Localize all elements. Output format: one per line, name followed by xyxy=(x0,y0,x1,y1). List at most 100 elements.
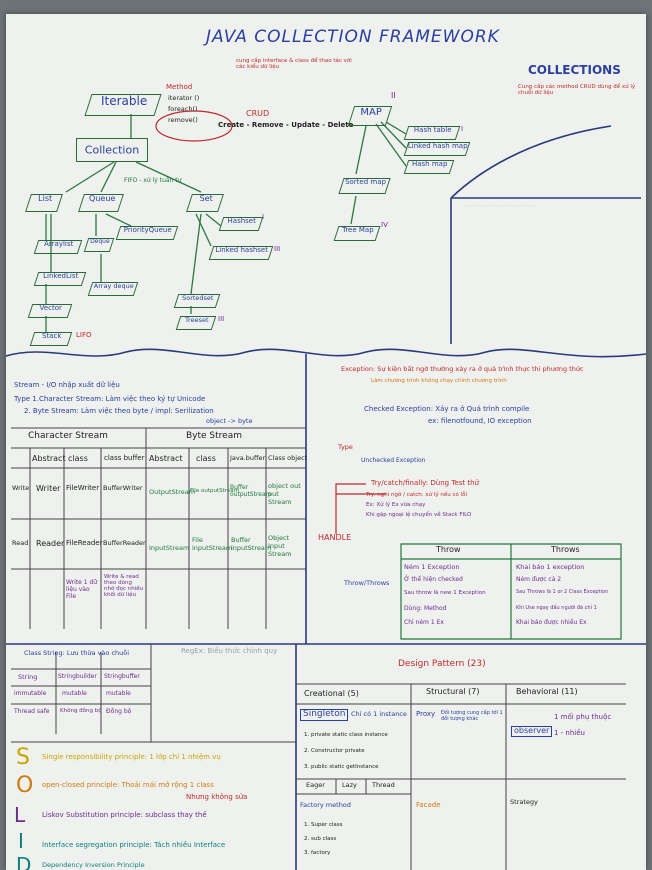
creational-header: Creational (5) xyxy=(304,689,359,698)
method-2: foreach() xyxy=(168,105,198,113)
write-note-2: Write & read theo dòng nhờ đọc nhiều khố… xyxy=(104,574,144,598)
throws-header: Throws xyxy=(551,545,580,554)
solid-line-s: Single responsibility principle: 1 lớp c… xyxy=(42,753,221,761)
stream-type-2: 2. Byte Stream: Làm việc theo byte / imp… xyxy=(24,407,214,415)
arraylist-label: Arraylist xyxy=(44,240,74,248)
eager-cell: Eager xyxy=(306,781,325,789)
linkedhashmap-node: Linked hash map xyxy=(403,142,471,156)
row-read-inputstream: InputStream xyxy=(149,544,190,552)
solid-i: I xyxy=(18,829,24,853)
header-javabuffer: Java.buffer xyxy=(230,454,266,462)
header-abstract-2: Abstract xyxy=(149,454,183,463)
stream-type-3: object -> byte xyxy=(206,417,253,425)
throw-item-4: Dùng: Method xyxy=(404,605,447,612)
crud-full: Create - Remove - Update - Delete xyxy=(218,121,354,129)
throw-item-2: Ở thể hiện checked xyxy=(404,576,463,583)
hashmap-node: Hash map xyxy=(403,160,455,174)
factory-item-2: 2. sub class xyxy=(304,836,337,842)
roman-treeset: III xyxy=(218,315,225,323)
sortedmap-node: Sorted map xyxy=(338,178,391,194)
roman-hashtable: I xyxy=(461,125,464,133)
solid-d: D xyxy=(16,853,32,870)
roman-map: II xyxy=(391,91,396,100)
header-classobject: Class object xyxy=(268,454,308,462)
priorityqueue-label: PriorityQueue xyxy=(123,226,172,234)
treeset-node: Treeset xyxy=(175,316,217,330)
map-node: MAP xyxy=(347,106,393,126)
header-class-1: class xyxy=(68,454,88,463)
page-title: JAVA COLLECTION FRAMEWORK xyxy=(206,27,500,47)
roman-hashset: I xyxy=(262,213,265,221)
treemap-node: Tree Map xyxy=(333,226,381,241)
checked-example: ex: filenotfound, IO exception xyxy=(428,417,532,425)
char-stream-header: Character Stream xyxy=(28,431,108,441)
row-write-bufferoutput: Buffer outputStream xyxy=(230,484,272,498)
singleton-item-3: 3. public static getInstance xyxy=(304,764,379,770)
string-row2-3: mutable xyxy=(106,690,131,697)
singleton-desc: Chỉ có 1 instance xyxy=(351,710,407,718)
row-write-label: Write xyxy=(12,484,30,492)
header-class-2: class xyxy=(196,454,216,463)
checked-exception: Checked Exception: Xảy ra ở Quá trình co… xyxy=(364,405,530,413)
sortedset-node: Sortedset xyxy=(173,294,221,308)
queue-node: Queue xyxy=(78,194,124,212)
solid-line-l: Liskov Substitution principle: subclass … xyxy=(42,811,207,819)
row-read-buffer: BufferReader xyxy=(103,539,146,547)
set-label: Set xyxy=(199,194,213,203)
method-label: Method xyxy=(166,83,193,91)
hashset-label: Hashset xyxy=(227,217,256,225)
method-1: iterator () xyxy=(168,94,200,102)
type-label: Type xyxy=(338,443,353,451)
singleton-item-2: 2. Constructor private xyxy=(304,748,365,754)
collection-label: Collection xyxy=(84,143,140,157)
throw-item-3: Sau throw là new 1 Exception xyxy=(404,590,486,596)
throws-item-3: Sau Throws là 1 or 2 Class Exception xyxy=(516,589,609,595)
throws-item-5: Khai báo được nhiều Ex xyxy=(516,619,587,626)
lifo-label: LIFO xyxy=(76,331,92,339)
diagram-connectors xyxy=(6,110,646,870)
row-read-label: Read xyxy=(12,539,29,547)
row-read-class: FileReader xyxy=(66,539,103,547)
solid-line-i: Interface segregation principle: Tách nh… xyxy=(42,841,226,849)
string-col-3: Stringbuffer xyxy=(104,673,140,680)
row-read-bufferinput: Buffer inputStream xyxy=(231,536,272,552)
try-line-1: Try: nghi ngờ / catch: xử lý nếu có lỗi xyxy=(366,492,468,498)
linkedhashmap-label: Linked hash map xyxy=(407,142,468,150)
linkedhashset-node: Linked hashset xyxy=(208,246,274,260)
exception-sub: Làm chương trình không chạy chính chương… xyxy=(371,378,507,384)
linkedlist-label: LinkedList xyxy=(43,272,79,280)
string-row3-3: Đồng bộ xyxy=(106,708,132,715)
try-catch: Try/catch/finally: Dùng Test thử xyxy=(371,479,479,487)
sortedmap-label: Sorted map xyxy=(345,178,386,186)
behavioral-header: Behavioral (11) xyxy=(516,687,578,696)
solid-o: O xyxy=(16,773,34,798)
singleton-label: Singleton xyxy=(300,709,349,721)
linkedhashset-label: Linked hashset xyxy=(215,246,268,254)
map-label: MAP xyxy=(360,107,382,118)
try-line-3: Khi gặp ngoại lệ chuyển về Stack FILO xyxy=(366,512,472,518)
strategy-label: Strategy xyxy=(510,798,538,806)
solid-sub: Nhưng không sửa xyxy=(186,793,248,801)
throws-item-4: Khi Use ngay đầu người đã chỉ 1 xyxy=(516,605,597,611)
priorityqueue-node: PriorityQueue xyxy=(115,226,179,240)
treemap-label: Tree Map xyxy=(342,226,374,234)
handle-label: HANDLE xyxy=(318,533,352,542)
treeset-label: Treeset xyxy=(185,316,209,324)
linkedlist-node: LinkedList xyxy=(33,272,87,286)
solid-line-d: Dependency Inversion Principle xyxy=(42,861,145,869)
try-line-2: Ex: Xử lý Ex vừa chạy xyxy=(366,502,426,508)
iterable-label: Iterable xyxy=(100,94,148,108)
write-note: Write 1 dữ liệu vào File xyxy=(66,579,98,600)
row-write-abstract: Writer xyxy=(36,484,61,493)
exception-title: Exception: Sự kiện bất ngờ thường xảy ra… xyxy=(341,365,584,373)
factory-item-1: 1. Super class xyxy=(304,822,343,828)
string-row3-2: Không đồng bộ xyxy=(60,708,102,714)
observer-label: observer xyxy=(511,726,553,737)
lazy-cell: Lazy xyxy=(342,781,357,789)
row-write-buffer: BufferWriter xyxy=(103,484,143,492)
string-col-2: Stringbuilder xyxy=(58,673,97,680)
string-row2-2: mutable xyxy=(62,690,87,697)
design-pattern-title: Design Pattern (23) xyxy=(398,659,486,669)
queue-label: Queue xyxy=(89,194,116,203)
header-abstract-1: Abstract xyxy=(32,454,66,463)
